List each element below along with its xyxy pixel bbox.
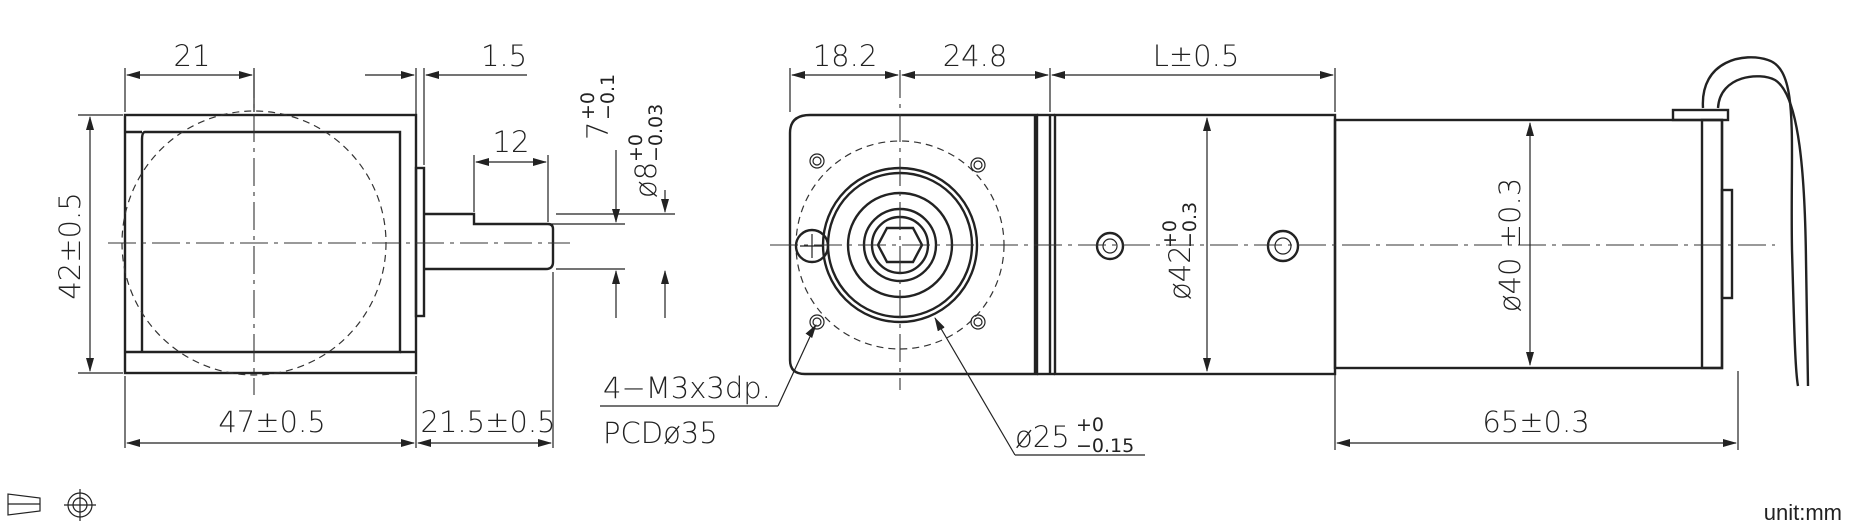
projection-symbol-icon	[7, 493, 41, 516]
dim-25-tol-up: +0	[1076, 414, 1104, 436]
dim-24-8: 24.8	[943, 39, 1008, 73]
holes-note: 4−M3x3dp.	[603, 371, 771, 405]
dim-25-main: ø25	[1015, 420, 1070, 454]
dim-12: 12	[493, 125, 530, 159]
dim-8-main: ø8	[629, 162, 663, 198]
dim-25-tol-dn: −0.15	[1076, 435, 1134, 457]
crosshair-symbol-icon	[64, 489, 96, 521]
dim-42: 42±0.5	[53, 192, 87, 299]
dim-8-tol-up: +0	[625, 134, 647, 162]
dim-21-5: 21.5±0.5	[421, 405, 556, 439]
dim-18-2: 18.2	[813, 39, 878, 73]
dim-8-tol-dn: −0.03	[645, 104, 667, 162]
dim-40-dia: ø40 ±0.3	[1493, 178, 1527, 312]
pcd-note: PCDø35	[603, 416, 718, 450]
dim-42-dia-tol-dn: −0.3	[1179, 202, 1201, 248]
dim-L: L±0.5	[1153, 39, 1240, 73]
dim-1-5: 1.5	[481, 39, 527, 73]
dim-7-tol-dn: −0.1	[597, 74, 619, 120]
side-view: 21 1.5 12 42±0.5 47±0.5 21.5±0.5 7	[53, 39, 675, 448]
dim-47: 47±0.5	[218, 405, 325, 439]
dim-7-main: 7	[581, 122, 615, 140]
dim-21: 21	[174, 39, 211, 73]
dim-42-dia-main: ø42	[1163, 245, 1197, 300]
unit-label: unit:mm	[1764, 500, 1842, 525]
dim-42-dia-tol-up: +0	[1159, 220, 1181, 248]
dim-65: 65±0.3	[1482, 405, 1589, 439]
front-view: 18.2 24.8 L±0.5 ø42 +0 −0.3 ø40 ±0.3 65±…	[600, 39, 1810, 457]
dim-7-tol-up: +0	[577, 92, 599, 120]
